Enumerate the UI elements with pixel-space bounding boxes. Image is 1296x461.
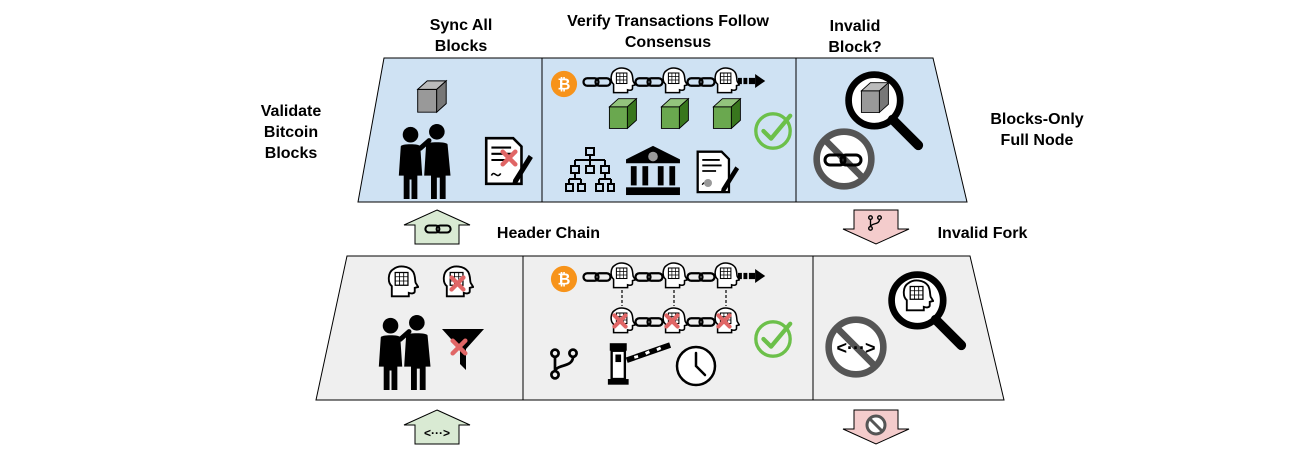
up-arrow-bottom (403, 409, 471, 445)
bitcoin-mark (704, 179, 712, 187)
cube-icon (417, 80, 447, 113)
bitcoin-icon (550, 265, 578, 293)
clock-icon (675, 345, 717, 387)
cube-icon (860, 82, 889, 113)
verify-transactions-label: Verify Transactions Follow Consensus (567, 13, 769, 51)
fork-connector (621, 290, 727, 306)
cube-icon-green (712, 98, 741, 129)
header-chain-label: Header Chain (496, 225, 601, 242)
ban-icon (865, 414, 887, 436)
cube-icon-green (608, 98, 637, 129)
bitcoin-icon (550, 70, 578, 98)
validate-bitcoin-blocks-label: Validate Bitcoin Blocks (260, 103, 322, 162)
down-arrow-invalid-fork (842, 209, 910, 245)
code-ellipsis-icon: <···> (424, 426, 450, 440)
cube-icon-green (660, 98, 689, 129)
invalid-block-label: Invalid Block? (828, 18, 882, 56)
code-ellipsis-icon: <···> (836, 338, 875, 358)
invalid-fork-label: Invalid Fork (937, 225, 1028, 242)
blocks-only-full-node-label: Blocks-Only Full Node (990, 111, 1084, 149)
sync-all-blocks-label: Sync All Blocks (429, 17, 493, 55)
